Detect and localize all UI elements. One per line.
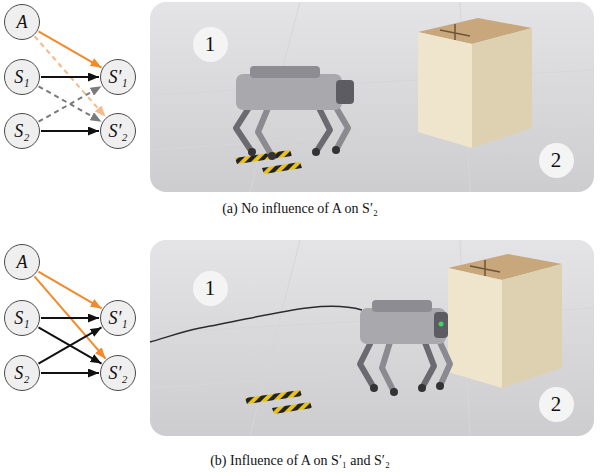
node-label: S₂ bbox=[14, 122, 29, 140]
state-node: S₁ bbox=[4, 300, 40, 336]
causal-arrow bbox=[41, 372, 99, 374]
callout-number: 2 bbox=[539, 387, 574, 422]
node-label: S′₂ bbox=[108, 364, 127, 382]
state-node: S′₂ bbox=[100, 113, 136, 149]
causal-arrow bbox=[41, 130, 99, 132]
state-node: S₂ bbox=[4, 113, 40, 149]
node-label: S₁ bbox=[14, 68, 29, 86]
figure-caption: (b) Influence of A on S′₁ and S′₂ bbox=[210, 453, 390, 469]
node-label: S′₁ bbox=[108, 309, 127, 327]
node-label: S₁ bbox=[14, 309, 29, 327]
photo-panel-a bbox=[150, 2, 594, 192]
causal-arrow bbox=[38, 327, 101, 363]
causal-arrow bbox=[39, 86, 102, 121]
causal-arrow bbox=[39, 86, 102, 121]
callout-number: 1 bbox=[193, 27, 228, 62]
photo-panel-b bbox=[150, 240, 594, 436]
node-label: A bbox=[17, 253, 28, 271]
node-label: A bbox=[17, 13, 28, 31]
state-node: A bbox=[4, 4, 40, 40]
callout-number: 1 bbox=[193, 271, 228, 306]
causal-arrow bbox=[38, 327, 101, 363]
state-node: S′₂ bbox=[100, 355, 136, 391]
state-node: S′₁ bbox=[100, 59, 136, 95]
callout-number: 2 bbox=[539, 143, 574, 178]
state-node: S₂ bbox=[4, 355, 40, 391]
node-label: S′₁ bbox=[108, 68, 127, 86]
causal-arrow bbox=[41, 317, 99, 319]
node-label: S′₂ bbox=[108, 122, 127, 140]
causal-arrow bbox=[41, 76, 99, 78]
causal-arrow bbox=[38, 272, 101, 309]
state-node: A bbox=[4, 244, 40, 280]
state-node: S′₁ bbox=[100, 300, 136, 336]
state-node: S₁ bbox=[4, 59, 40, 95]
causal-arrow bbox=[38, 31, 101, 67]
figure-caption: (a) No influence of A on S′₂ bbox=[222, 201, 378, 217]
node-label: S₂ bbox=[14, 364, 29, 382]
